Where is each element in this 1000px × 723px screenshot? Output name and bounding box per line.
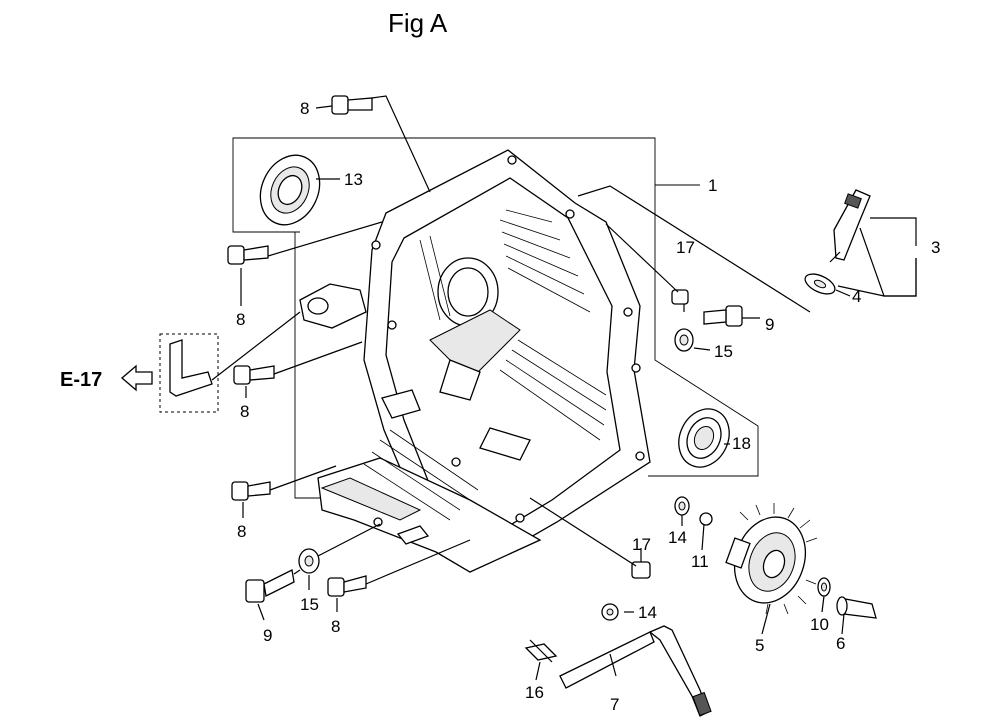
callout-numbers: 1 3 4 5 6 7 8 8 8 8 8 9 9 10 11 13 14 14… [236,99,940,714]
washers-small [601,496,831,621]
callout-1: 1 [708,176,717,195]
oil-level-switch [829,189,871,263]
bolts [227,95,743,603]
leader-lines [211,95,917,681]
callout-8-left-3: 8 [237,522,246,541]
ball-bearing [678,408,730,468]
figure-title: Fig A [388,8,448,38]
bolt-9-bottom [245,569,295,603]
shaft-6 [836,596,877,619]
callout-6: 6 [836,634,845,653]
callout-8-bottom: 8 [331,617,340,636]
callout-14-a: 14 [668,528,687,547]
callout-17-top: 17 [676,238,695,257]
callout-7: 7 [610,695,619,714]
washer-4 [804,273,836,295]
callout-8-top: 8 [300,99,309,118]
bolt-8-left-2 [233,365,275,385]
callout-9-right: 9 [765,315,774,334]
washers-15 [298,328,694,574]
callout-9-bottom: 9 [263,626,272,645]
callout-4: 4 [852,287,861,306]
callout-8-left-1: 8 [236,310,245,329]
dowel-pins [631,289,689,579]
bolt-8-left-1 [227,245,269,265]
bolt-8-bottom [327,575,367,597]
callout-3: 3 [931,238,940,257]
callout-16: 16 [525,683,544,702]
callout-8-left-2: 8 [240,402,249,421]
callout-15-bottom: 15 [300,595,319,614]
oil-seal [259,154,321,226]
assembly-bracket [232,137,759,499]
callout-15-right: 15 [714,342,733,361]
callout-5: 5 [755,636,764,655]
callout-18: 18 [732,434,751,453]
bolt-8-left-3 [231,481,271,501]
callout-11: 11 [691,552,709,571]
clip-16 [524,639,558,663]
callout-10: 10 [810,615,829,634]
bolt-9-right [703,305,743,327]
bolt-8-top [331,95,373,115]
callout-17-bottom: 17 [632,535,651,554]
callout-14-b: 14 [638,603,657,622]
callout-13: 13 [344,170,363,189]
crankcase [299,149,651,573]
crankcase-ribs [363,209,607,521]
e17-label: E-17 [60,369,102,391]
governor-shaft [559,625,712,717]
e17-reference: E-17 [60,333,219,413]
governor-gear [725,503,818,615]
